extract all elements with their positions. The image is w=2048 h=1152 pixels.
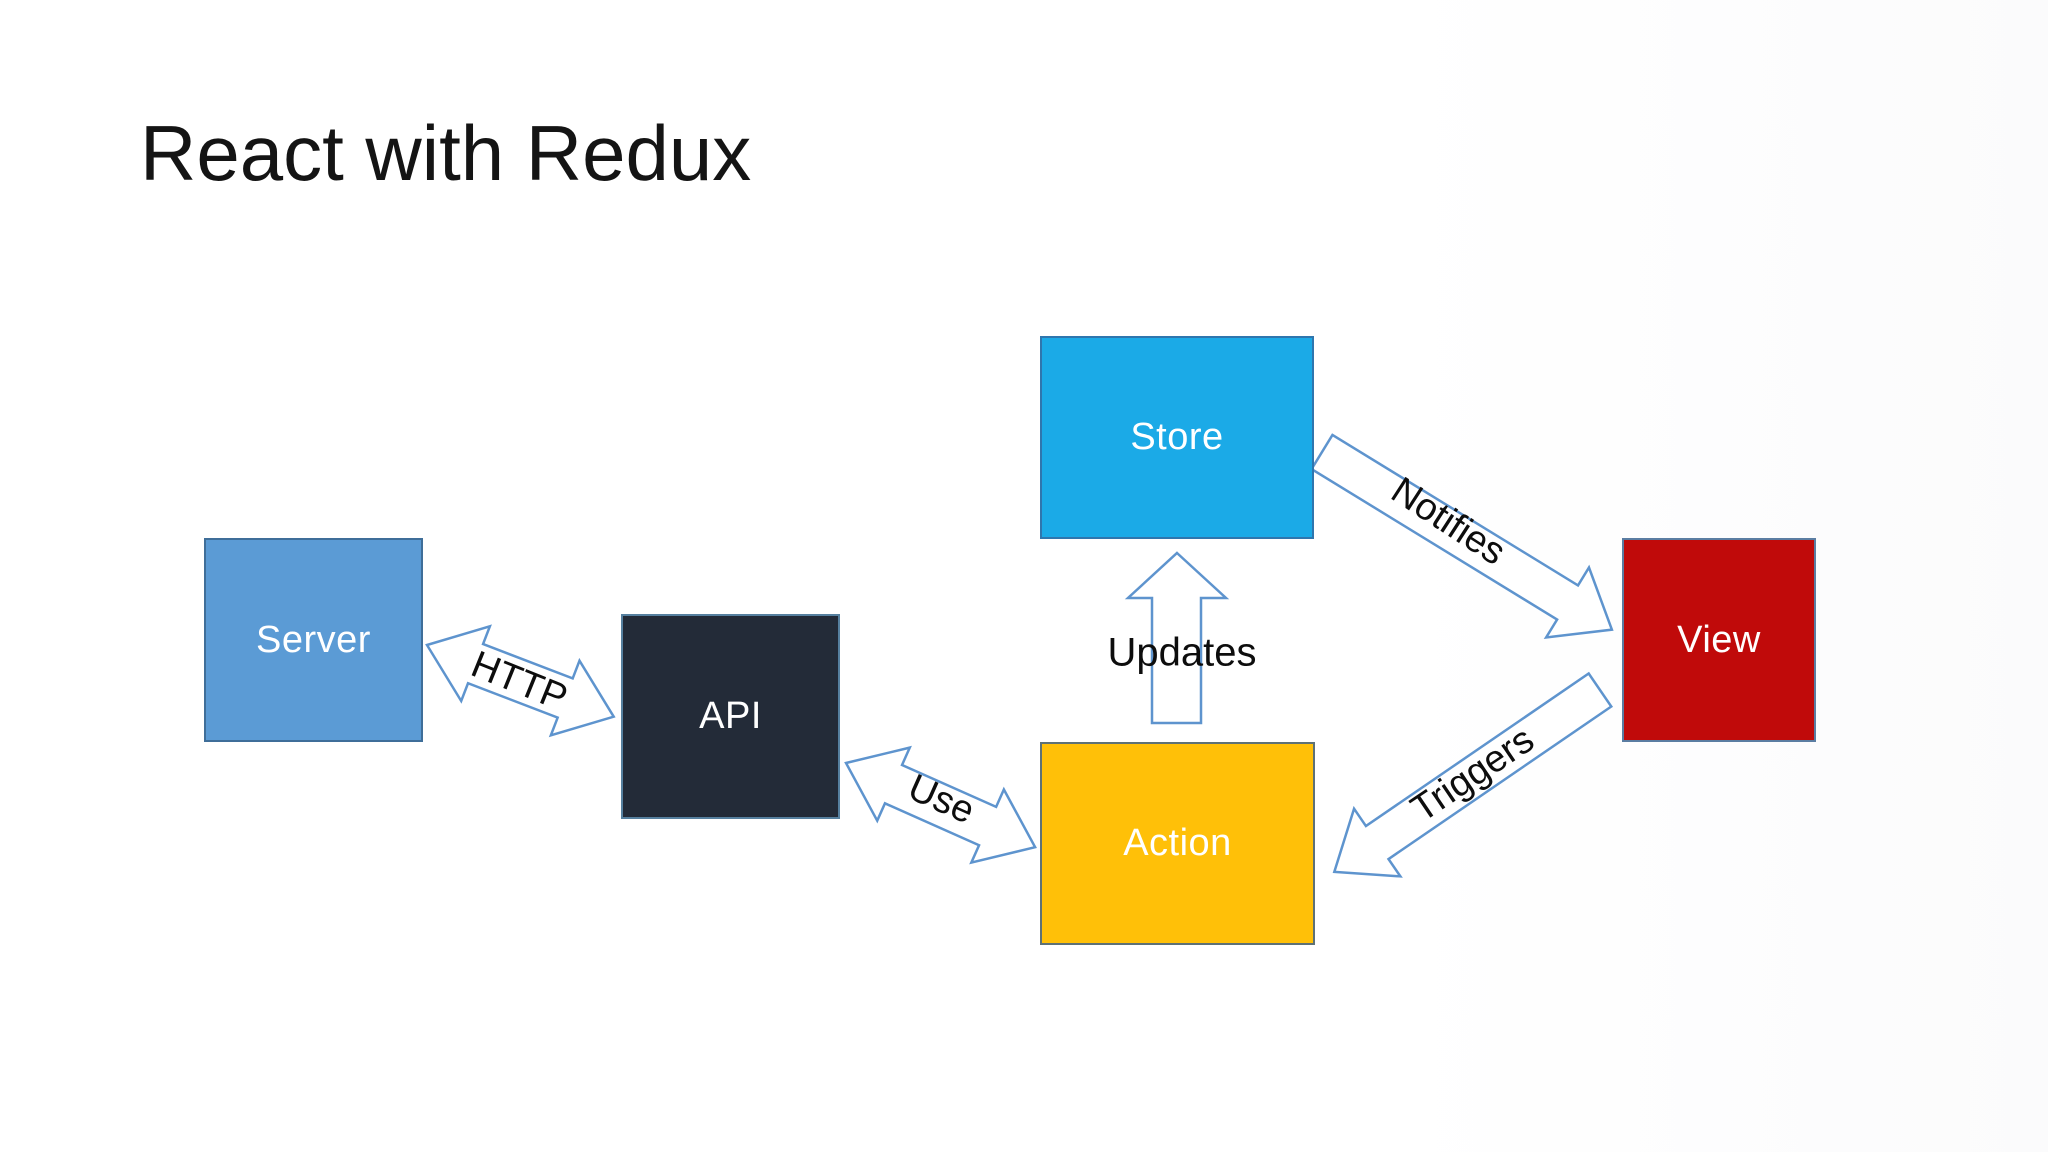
connector-updates-up-arrow [1124, 551, 1230, 725]
node-server: Server [204, 538, 423, 742]
edge-label-updates: Updates [1107, 630, 1257, 675]
node-view-label: View [1677, 618, 1761, 661]
node-action-label: Action [1123, 822, 1232, 864]
node-action: Action [1040, 742, 1315, 945]
node-store: Store [1040, 336, 1314, 539]
node-api: API [621, 614, 840, 819]
connector-triggers-arrow [1332, 671, 1614, 878]
node-store-label: Store [1130, 416, 1224, 458]
connector-notifies-arrow [1309, 433, 1614, 639]
node-view: View [1622, 538, 1816, 742]
node-api-label: API [699, 695, 762, 737]
connector-use-double-arrow [844, 745, 1037, 865]
slide-title: React with Redux [140, 109, 752, 197]
node-server-label: Server [256, 618, 371, 661]
connector-http-double-arrow [425, 624, 616, 738]
